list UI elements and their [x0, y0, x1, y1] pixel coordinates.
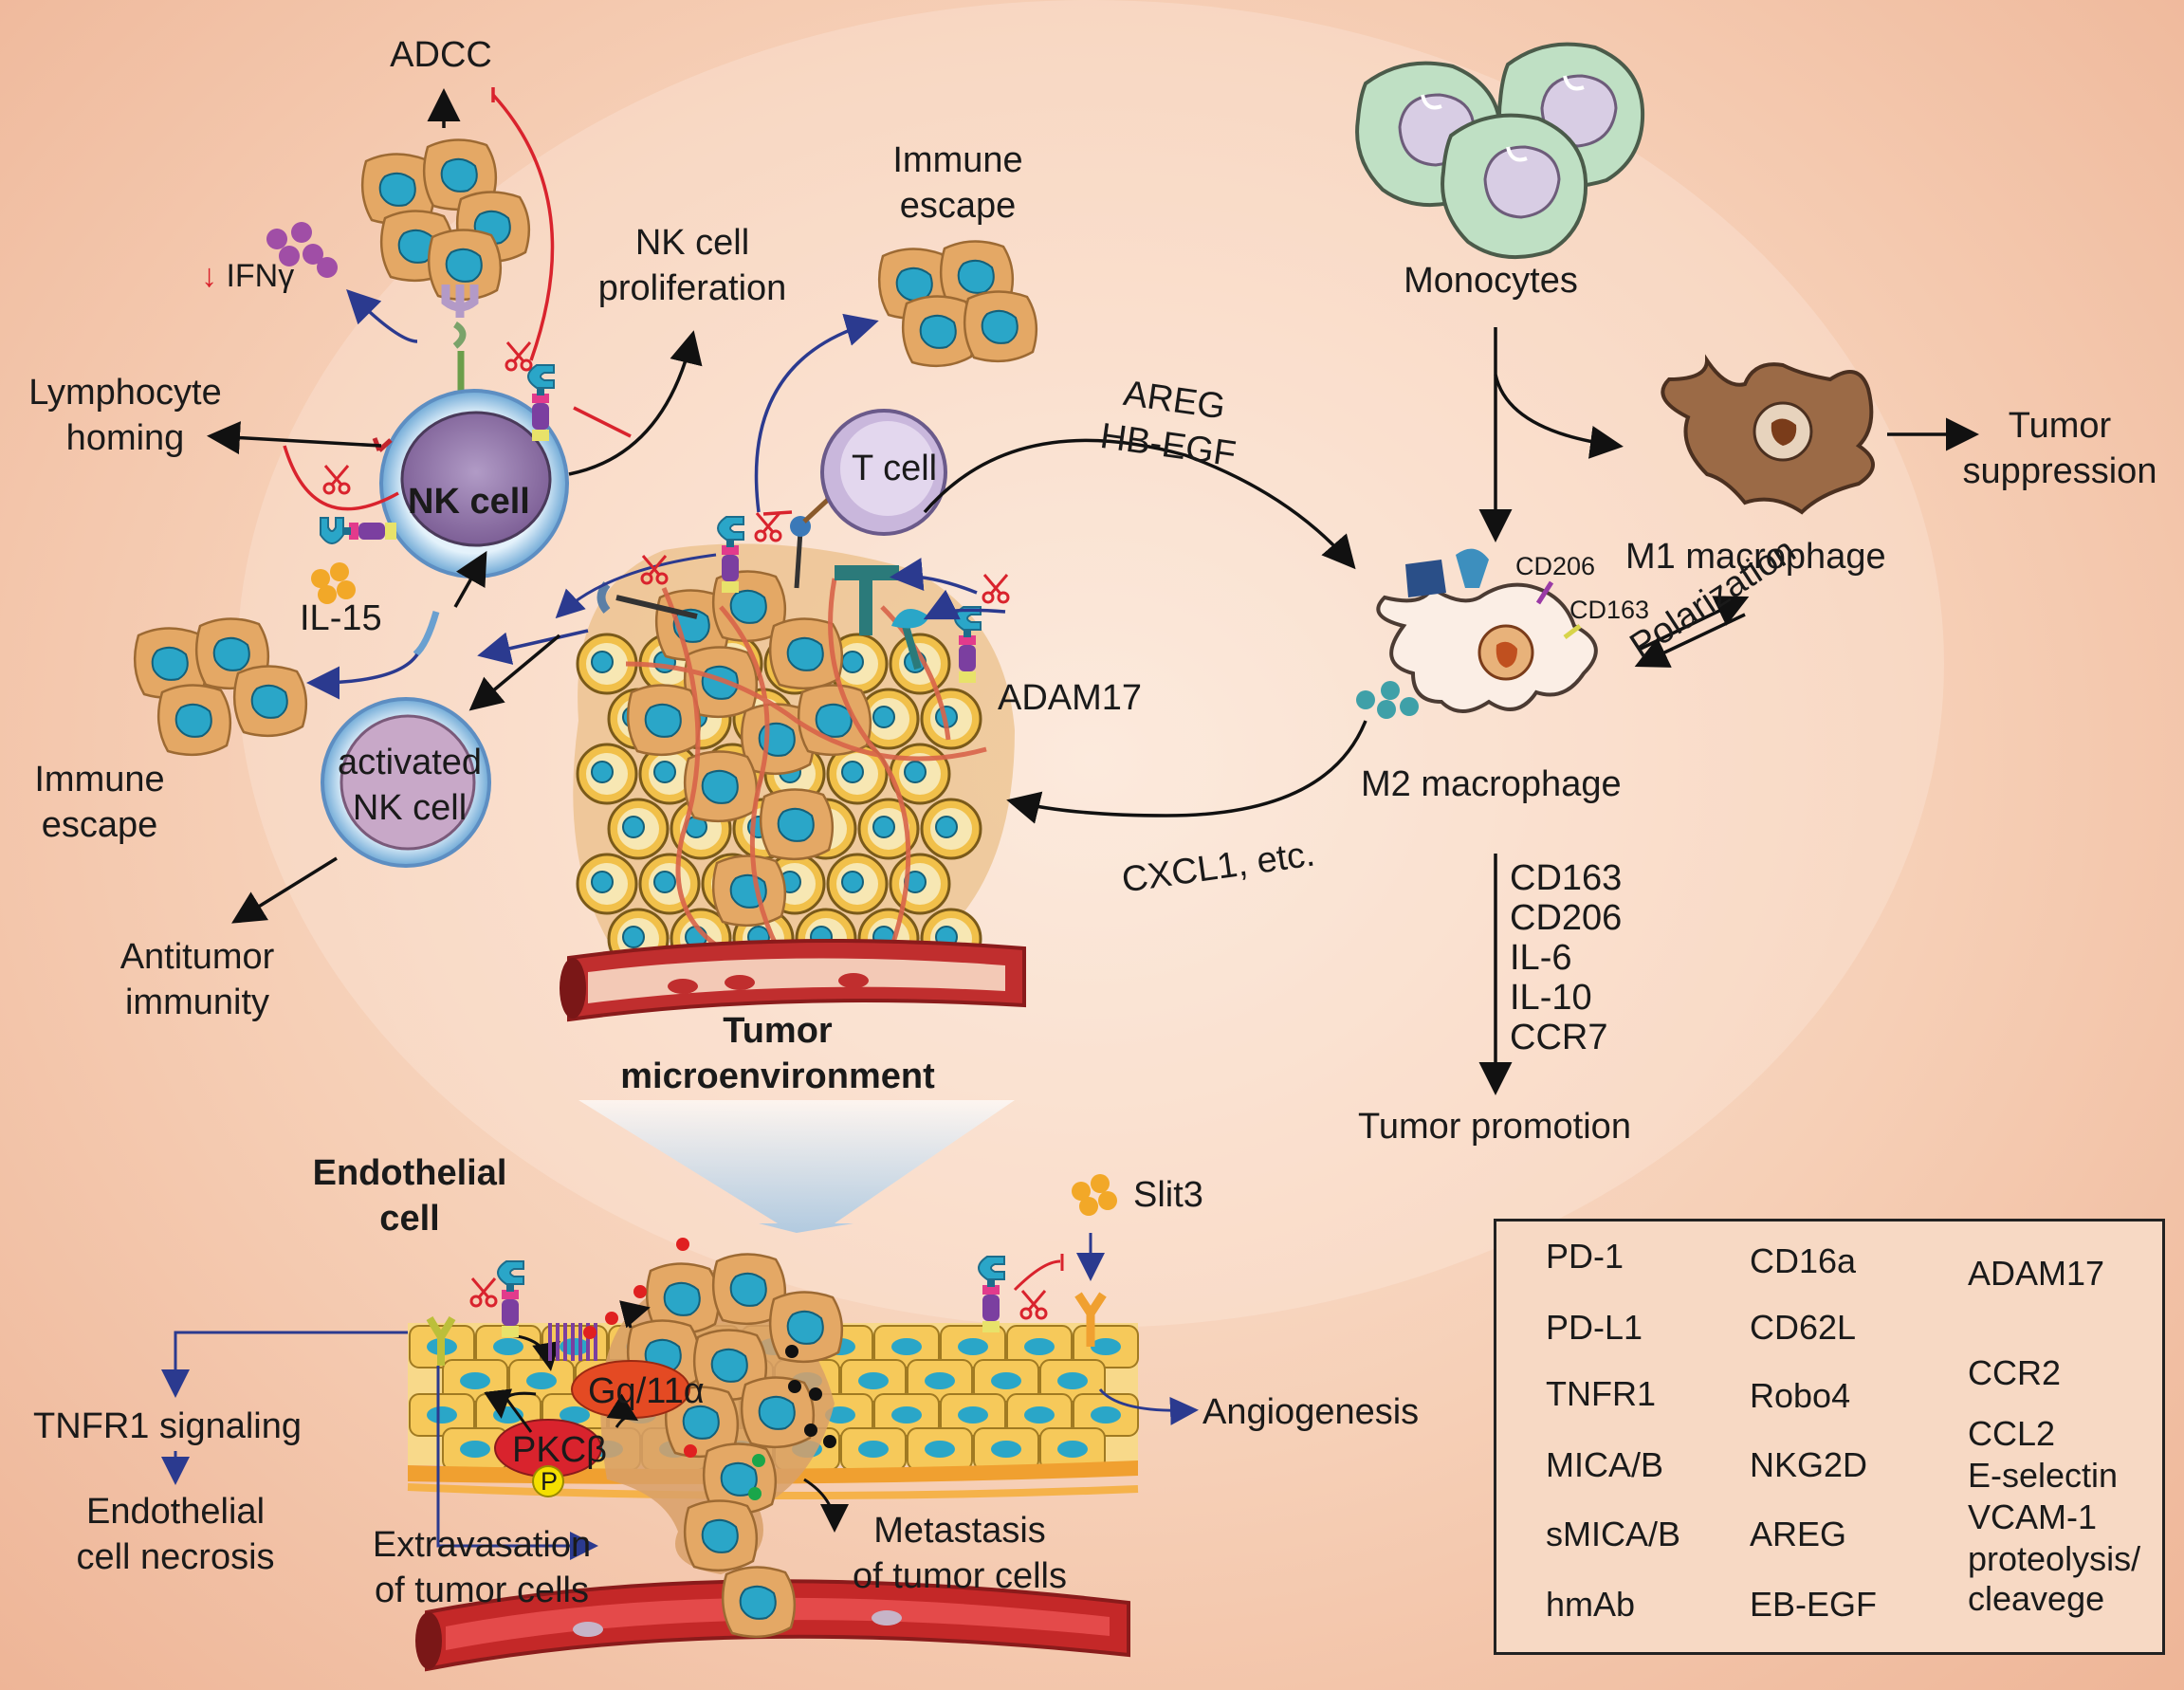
legend-pd1: PD-1 [1546, 1237, 1624, 1276]
monocyte [1441, 113, 1588, 260]
nk-cell-label: NK cell [408, 482, 530, 522]
cd206-marker-label: CD206 [1515, 552, 1596, 580]
legend-robo4: Robo4 [1750, 1376, 1851, 1415]
legend-eselectin: E-selectin [1968, 1456, 2119, 1495]
legend-smicab: sMICA/B [1546, 1515, 1681, 1553]
tumor-mass [560, 543, 1026, 1022]
legend-areg: AREG [1750, 1515, 1847, 1553]
il15-dots [311, 562, 356, 604]
m1-macrophage-label: M1 macrophage [1625, 537, 1886, 577]
legend-proteolysis: proteolysis/ [1968, 1539, 2141, 1578]
m2-macrophage-label: M2 macrophage [1361, 764, 1622, 804]
robo4-icon [1074, 1292, 1107, 1347]
tnfr1-icon [426, 1315, 456, 1366]
legend-cd16a: CD16a [1750, 1241, 1857, 1280]
m2-macrophage [1356, 548, 1598, 719]
legend-tnfr1: TNFR1 [1546, 1374, 1656, 1413]
legend-nkg2d: NKG2D [1750, 1445, 1868, 1484]
ccr2-icon [548, 1323, 597, 1361]
legend-ccr2: CCR2 [1968, 1353, 2062, 1392]
tnfr1-signaling-label: TNFR1 signaling [33, 1406, 302, 1446]
nk-cell [379, 389, 569, 579]
legend-cd62l: CD62L [1750, 1308, 1857, 1347]
activated-nk-cell [321, 697, 491, 868]
legend-adam17: ADAM17 [1968, 1254, 2105, 1293]
slit3-dots [1072, 1174, 1117, 1216]
legend [1494, 1219, 2165, 1655]
legend-cleavage: cleavege [1968, 1579, 2105, 1618]
gq-pkc-signaling [484, 1300, 690, 1497]
m1-macrophage [1661, 354, 1875, 515]
phosphate-label: P [541, 1467, 559, 1496]
angiogenesis-label: Angiogenesis [1202, 1392, 1420, 1432]
t-cell-label: T cell [852, 449, 938, 488]
t-cell [820, 409, 947, 536]
funnel-arrow [578, 1100, 1015, 1233]
slit3-label: Slit3 [1133, 1175, 1203, 1215]
monocytes-label: Monocytes [1404, 261, 1578, 301]
adam17-label: ADAM17 [998, 678, 1143, 718]
legend-hmab: hmAb [1546, 1585, 1636, 1624]
scissors-icon [469, 1277, 498, 1308]
legend-micab: MICA/B [1546, 1445, 1664, 1484]
arrows-right [923, 327, 1979, 1095]
pkc-label: PKCβ [512, 1430, 607, 1470]
legend-ccl2: CCL2 [1968, 1414, 2056, 1453]
ifn-text: IFNγ [226, 258, 295, 294]
endothelium [407, 1253, 1139, 1672]
down-arrow-icon: ↓ [201, 258, 217, 294]
ifn-gamma-dots [266, 222, 338, 278]
legend-pdl1: PD-L1 [1546, 1308, 1643, 1347]
arrows-left [207, 87, 1006, 924]
il15-label: IL-15 [300, 598, 382, 638]
smica-icon [413, 611, 440, 657]
cd163-marker-label: CD163 [1569, 596, 1650, 624]
ifn-label: ↓ IFNγ [201, 256, 294, 296]
tumor-promotion-label: Tumor promotion [1358, 1107, 1631, 1147]
legend-vcam1: VCAM-1 [1968, 1497, 2098, 1536]
adcc-label: ADCC [390, 35, 492, 75]
legend-ebegf: EB-EGF [1750, 1585, 1878, 1624]
arrows-endothelial [161, 1233, 1199, 1560]
gq-label: Gq/11α [588, 1371, 705, 1411]
